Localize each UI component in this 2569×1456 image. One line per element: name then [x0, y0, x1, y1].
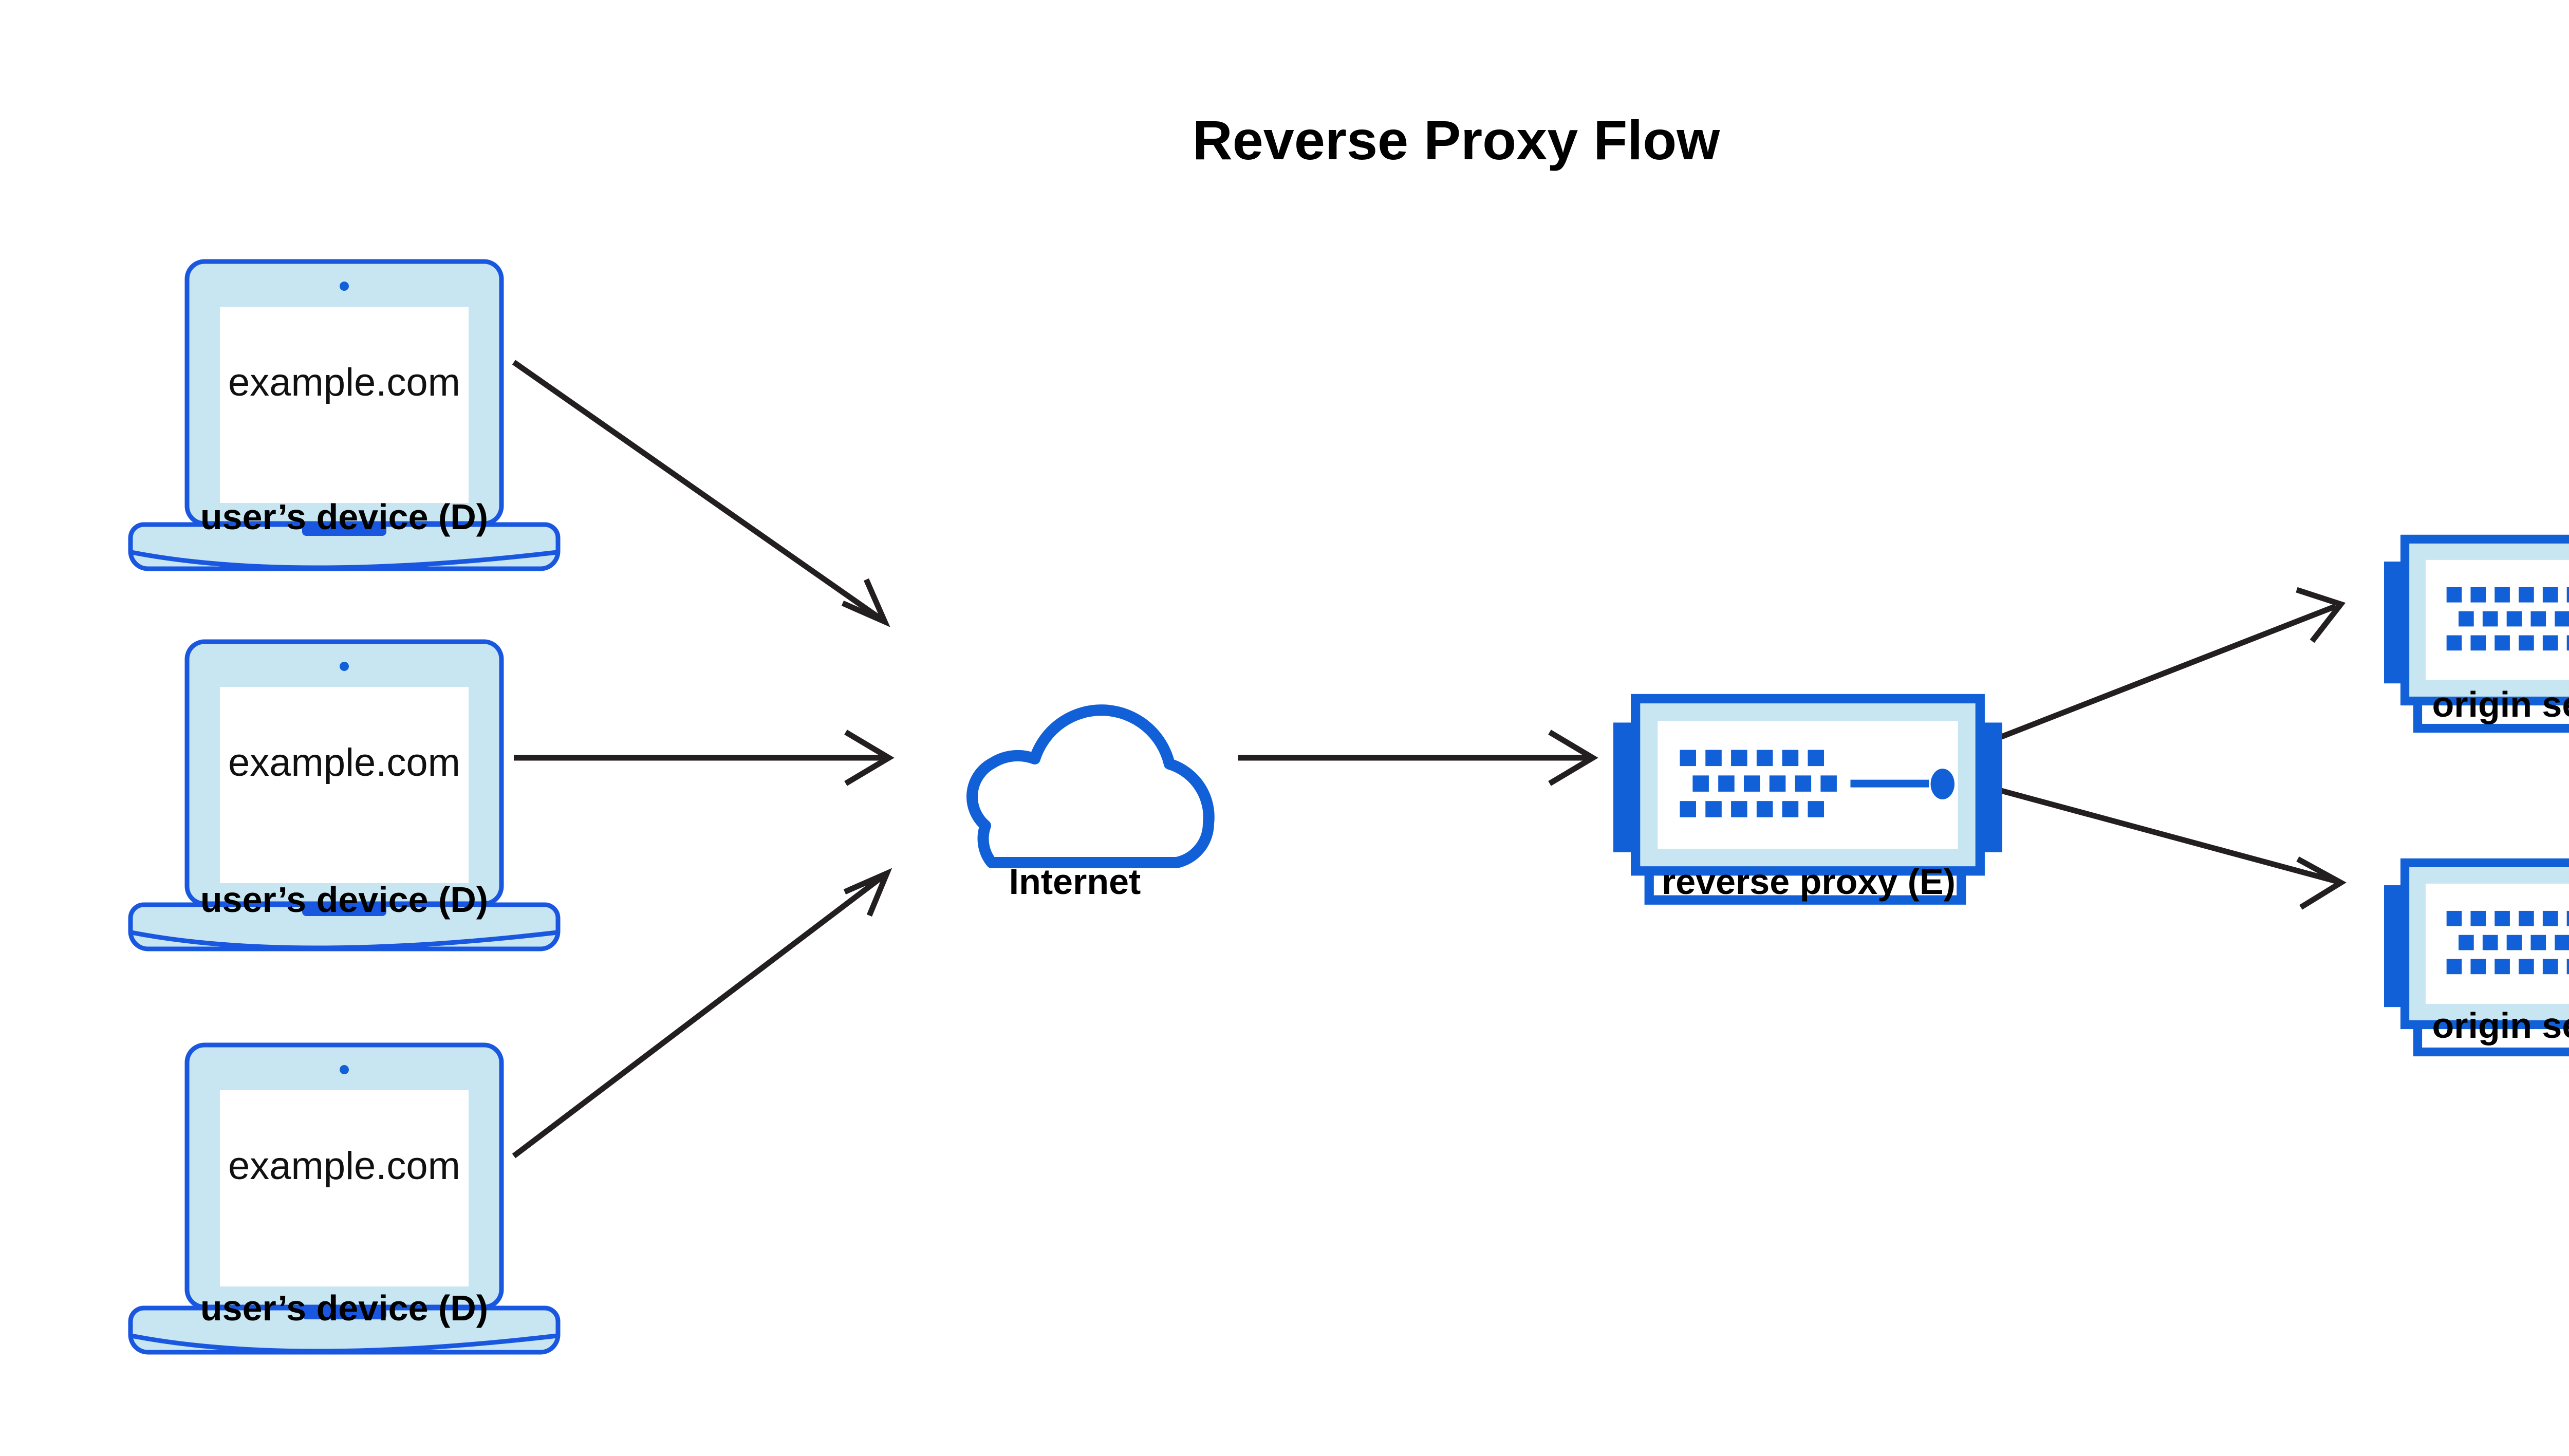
connections-layer	[512, 360, 2347, 1159]
internet-label: Internet	[1009, 862, 1141, 902]
device-bottom-label: user’s device (D)	[200, 1288, 488, 1328]
origin-server-bottom-label: origin server (F)	[2432, 1005, 2569, 1046]
conn-proxy-to-origin-top	[1992, 587, 2346, 743]
page-title: Reverse Proxy Flow	[1193, 109, 1720, 171]
device-screen-text: example.com	[228, 1144, 460, 1188]
conn-internet-to-reverse-proxy	[1238, 730, 1598, 786]
device-middle-label: user’s device (D)	[200, 880, 488, 920]
device-top-label: user’s device (D)	[200, 497, 488, 537]
conn-device-top-to-internet	[512, 360, 890, 627]
node-internet[interactable]: Internet	[972, 710, 1209, 902]
reverse-proxy-label: reverse proxy (E)	[1662, 862, 1956, 902]
conn-device-bottom-to-internet	[512, 868, 892, 1159]
conn-proxy-to-origin-bottom	[1993, 786, 2347, 910]
node-origin-server-top[interactable]: origin server (F)	[2384, 539, 2569, 728]
device-screen-text: example.com	[228, 361, 460, 404]
node-reverse-proxy[interactable]: reverse proxy (E)	[1613, 699, 2002, 902]
node-device-bottom[interactable]: example.com user’s device (D)	[131, 1045, 558, 1352]
node-device-top[interactable]: example.com user’s device (D)	[131, 262, 558, 569]
conn-device-middle-to-internet	[514, 730, 895, 786]
cloud-icon	[972, 710, 1209, 863]
origin-server-top-label: origin server (F)	[2432, 684, 2569, 724]
device-screen-text: example.com	[228, 741, 460, 785]
node-origin-server-bottom[interactable]: origin server (F)	[2384, 863, 2569, 1052]
node-device-middle[interactable]: example.com user’s device (D)	[131, 642, 558, 949]
